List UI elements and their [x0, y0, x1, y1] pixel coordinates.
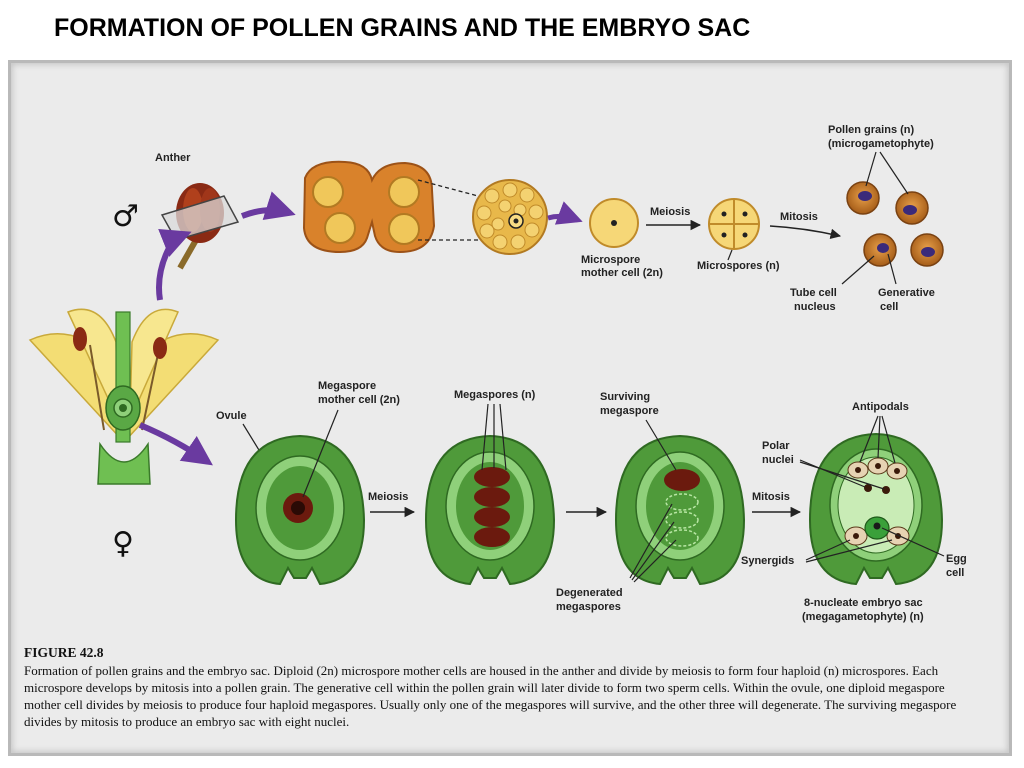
label-surviving-1: Surviving	[600, 391, 650, 403]
pointer-antipodals-2	[877, 415, 881, 459]
flower-illustration	[28, 228, 220, 485]
label-synergids: Synergids	[741, 555, 794, 567]
label-degenerated-2: megaspores	[556, 601, 621, 613]
pollen-grains	[846, 181, 944, 267]
label-anther: Anther	[155, 152, 191, 164]
label-antipodals: Antipodals	[852, 401, 909, 413]
arrow-purple-1	[240, 191, 296, 221]
pointer-megaspores-3	[499, 403, 507, 471]
pointer-tube-cell	[841, 255, 875, 285]
ovule-3	[614, 434, 746, 586]
pointer-degenerated-2	[631, 521, 675, 581]
figure-number: FIGURE 42.8	[24, 645, 104, 660]
pollen-sac-detail	[472, 179, 548, 255]
pointer-polar-2	[799, 461, 885, 490]
pointer-antipodals-1	[859, 415, 879, 463]
label-megaspore-mc-1: Megaspore	[318, 380, 376, 392]
label-egg-2: cell	[946, 567, 964, 579]
pointer-pollen-2	[879, 151, 909, 195]
pointer-synergids-1	[805, 539, 851, 561]
label-embryo-sac-1: 8-nucleate embryo sac	[804, 597, 923, 609]
pointer-polar-1	[799, 459, 866, 488]
pointer-generative	[887, 253, 897, 285]
label-embryo-sac-2: (megagametophyte) (n)	[802, 611, 924, 623]
ovule-2	[424, 434, 556, 586]
anther-cross-section	[302, 160, 436, 254]
pointer-surviving	[645, 419, 677, 471]
anther-illustration	[160, 183, 240, 270]
figure-panel	[8, 60, 1012, 756]
arrow-purple-2	[547, 201, 583, 225]
label-microspore-mc-1: Microspore	[581, 254, 640, 266]
label-ovule: Ovule	[216, 410, 247, 422]
pointer-antipodals-3	[881, 415, 896, 464]
pointer-synergids-2	[805, 539, 893, 563]
pointer-degenerated-3	[633, 539, 677, 583]
label-generative-2: cell	[880, 301, 898, 313]
label-microspore-mc-2: mother cell (2n)	[581, 267, 663, 279]
female-symbol: ♀	[112, 526, 134, 561]
label-polar-2: nuclei	[762, 454, 794, 466]
pointer-microspores	[727, 249, 733, 261]
label-surviving-2: megaspore	[600, 405, 659, 417]
microspore-tetrad	[708, 198, 760, 250]
microspore-mother-nucleus	[611, 220, 617, 226]
pointer-pollen-1	[865, 151, 877, 187]
label-megaspore-mc-2: mother cell (2n)	[318, 394, 400, 406]
figure-caption: FIGURE 42.8 Formation of pollen grains a…	[24, 644, 984, 730]
label-mitosis-top: Mitosis	[780, 211, 818, 223]
label-megaspores: Megaspores (n)	[454, 389, 536, 401]
pointer-degenerated-1	[629, 503, 673, 579]
label-tube-cell-1: Tube cell	[790, 287, 837, 299]
figure-caption-text: Formation of pollen grains and the embry…	[24, 663, 957, 729]
label-degenerated-1: Degenerated	[556, 587, 623, 599]
pointer-egg	[881, 527, 945, 557]
diagram: ♂ Anther Microspore mother cell (2n)	[28, 124, 967, 623]
slide-title: FORMATION OF POLLEN GRAINS AND THE EMBRY…	[54, 14, 751, 42]
ovule-1	[234, 434, 366, 586]
label-pollen-grains-2: (microgametophyte)	[828, 138, 934, 150]
label-polar-1: Polar	[762, 440, 790, 452]
label-microspores: Microspores (n)	[697, 260, 780, 272]
label-generative-1: Generative	[878, 287, 935, 299]
arrow-mitosis-top	[769, 225, 842, 240]
label-pollen-grains-1: Pollen grains (n)	[828, 124, 915, 136]
male-symbol: ♂	[112, 199, 139, 234]
label-meiosis-top: Meiosis	[650, 206, 690, 218]
pointer-megaspores-1	[481, 403, 489, 471]
label-mitosis-bottom: Mitosis	[752, 491, 790, 503]
label-tube-cell-2: nucleus	[794, 301, 836, 313]
embryo-sac-ovule	[808, 432, 944, 586]
zoom-line-upper	[417, 179, 479, 197]
pointer-megaspore-mc	[302, 409, 339, 498]
label-egg-1: Egg	[946, 553, 967, 565]
label-meiosis-bottom: Meiosis	[368, 491, 408, 503]
